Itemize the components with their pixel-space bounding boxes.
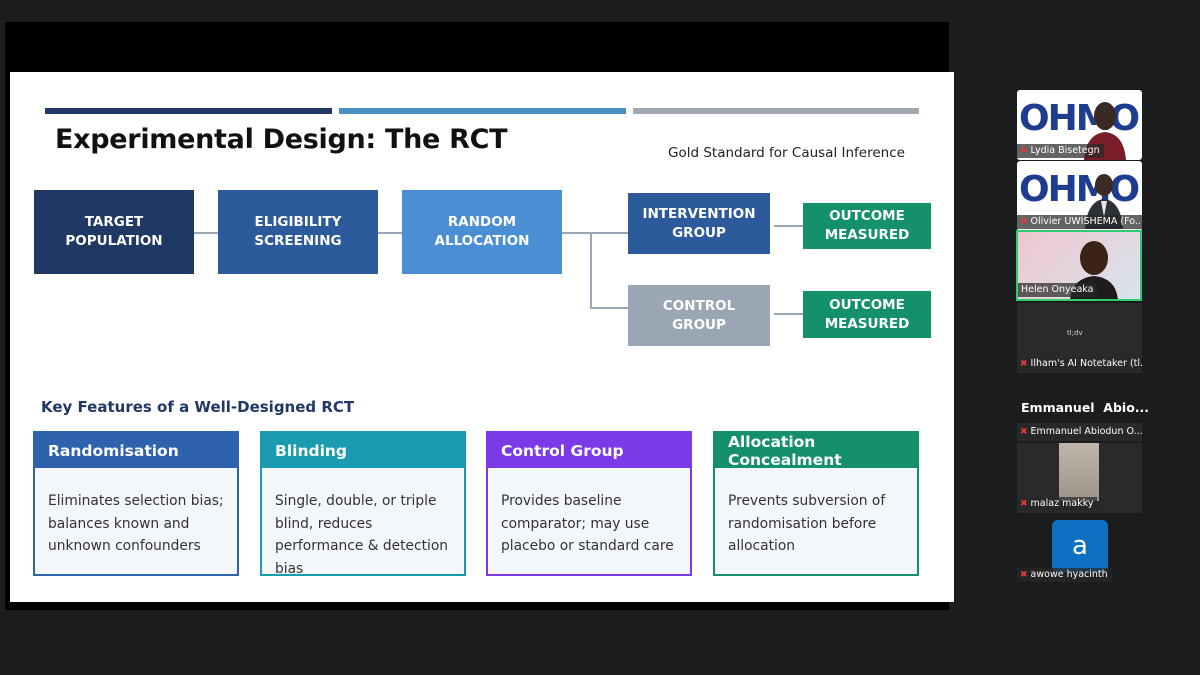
participant-name: ✖malaz makky bbox=[1017, 497, 1098, 511]
connector-line bbox=[590, 232, 628, 234]
participant-video-frame bbox=[1059, 443, 1099, 501]
participant-name: ✖awowe hyacinth bbox=[1017, 568, 1112, 582]
shared-screen: Experimental Design: The RCT Gold Standa… bbox=[5, 22, 954, 610]
slide-subtitle: Gold Standard for Causal Inference bbox=[668, 145, 905, 161]
muted-mic-icon: ✖ bbox=[1020, 217, 1028, 227]
muted-mic-icon: ✖ bbox=[1020, 570, 1028, 580]
connector-line bbox=[590, 307, 628, 309]
participant-name: ✖Olivier UWISHEMA (Fo... bbox=[1017, 215, 1142, 229]
title-bar-segment-1 bbox=[45, 108, 332, 114]
flow-intervention-group: INTERVENTION GROUP bbox=[628, 193, 770, 254]
ohmo-logo: OHMO bbox=[1019, 169, 1140, 210]
avatar: a bbox=[1052, 520, 1108, 572]
key-features-heading: Key Features of a Well-Designed RCT bbox=[41, 398, 355, 416]
feature-card-title: Control Group bbox=[488, 433, 690, 468]
participant-name: ✖Lydia Bisetegn bbox=[1017, 144, 1104, 158]
slide-title: Experimental Design: The RCT bbox=[55, 124, 508, 155]
feature-card-allocation-concealment: Allocation Concealment Prevents subversi… bbox=[713, 431, 919, 576]
muted-mic-icon: ✖ bbox=[1020, 359, 1028, 369]
feature-card-text: Single, double, or triple blind, reduces… bbox=[262, 468, 464, 577]
participant-tile-notetaker[interactable]: tl;dv ✖Ilham's AI Notetaker (tl... bbox=[1017, 303, 1142, 373]
feature-card-text: Prevents subversion of randomisation bef… bbox=[715, 468, 917, 574]
muted-mic-icon: ✖ bbox=[1020, 499, 1028, 509]
participant-name: ✖Emmanuel Abiodun O... bbox=[1017, 425, 1142, 439]
flow-target-population: TARGET POPULATION bbox=[34, 190, 194, 274]
participant-heading-emmanuel: Emmanuel Abio... bbox=[1021, 400, 1150, 415]
connector-line bbox=[194, 232, 219, 234]
feature-card-text: Provides baseline comparator; may use pl… bbox=[488, 468, 690, 574]
connector-line bbox=[590, 232, 592, 308]
ohmo-logo: OHMO bbox=[1019, 98, 1140, 139]
notetaker-screen-text: tl;dv bbox=[1067, 329, 1083, 337]
connector-line bbox=[774, 225, 803, 227]
muted-mic-icon: ✖ bbox=[1020, 427, 1028, 437]
flow-eligibility-screening: ELIGIBILITY SCREENING bbox=[218, 190, 378, 274]
title-bar-segment-3 bbox=[633, 108, 919, 114]
feature-card-title: Allocation Concealment bbox=[715, 433, 917, 469]
connector-line bbox=[378, 232, 403, 234]
flow-random-allocation: RANDOM ALLOCATION bbox=[402, 190, 562, 274]
feature-card-randomisation: Randomisation Eliminates selection bias;… bbox=[33, 431, 239, 576]
participant-name: Helen Onyeaka bbox=[1018, 283, 1098, 297]
title-bar-segment-2 bbox=[339, 108, 626, 114]
participant-name: ✖Ilham's AI Notetaker (tl... bbox=[1017, 357, 1142, 371]
feature-card-control-group: Control Group Provides baseline comparat… bbox=[486, 431, 692, 576]
connector-line bbox=[562, 232, 590, 234]
flow-control-group: CONTROL GROUP bbox=[628, 285, 770, 346]
participant-tile-awowe[interactable]: a ✖awowe hyacinth bbox=[1017, 514, 1142, 584]
participant-tile-malaz[interactable]: ✖malaz makky bbox=[1017, 443, 1142, 513]
muted-mic-icon: ✖ bbox=[1020, 146, 1028, 156]
flow-outcome-measured-1: OUTCOME MEASURED bbox=[803, 203, 931, 249]
participant-tile-emmanuel[interactable]: ✖Emmanuel Abiodun O... bbox=[1017, 423, 1142, 441]
connector-line bbox=[774, 313, 803, 315]
participant-tile-lydia[interactable]: OHMO ✖Lydia Bisetegn bbox=[1017, 90, 1142, 160]
participant-tile-helen-active-speaker[interactable]: Helen Onyeaka bbox=[1016, 230, 1142, 301]
feature-card-title: Blinding bbox=[262, 433, 464, 468]
flow-outcome-measured-2: OUTCOME MEASURED bbox=[803, 291, 931, 338]
feature-card-text: Eliminates selection bias; balances know… bbox=[35, 468, 237, 574]
participant-tile-olivier[interactable]: OHMO ✖Olivier UWISHEMA (Fo... bbox=[1017, 161, 1142, 231]
feature-card-blinding: Blinding Single, double, or triple blind… bbox=[260, 431, 466, 577]
feature-card-title: Randomisation bbox=[35, 433, 237, 468]
presentation-slide: Experimental Design: The RCT Gold Standa… bbox=[10, 72, 954, 602]
